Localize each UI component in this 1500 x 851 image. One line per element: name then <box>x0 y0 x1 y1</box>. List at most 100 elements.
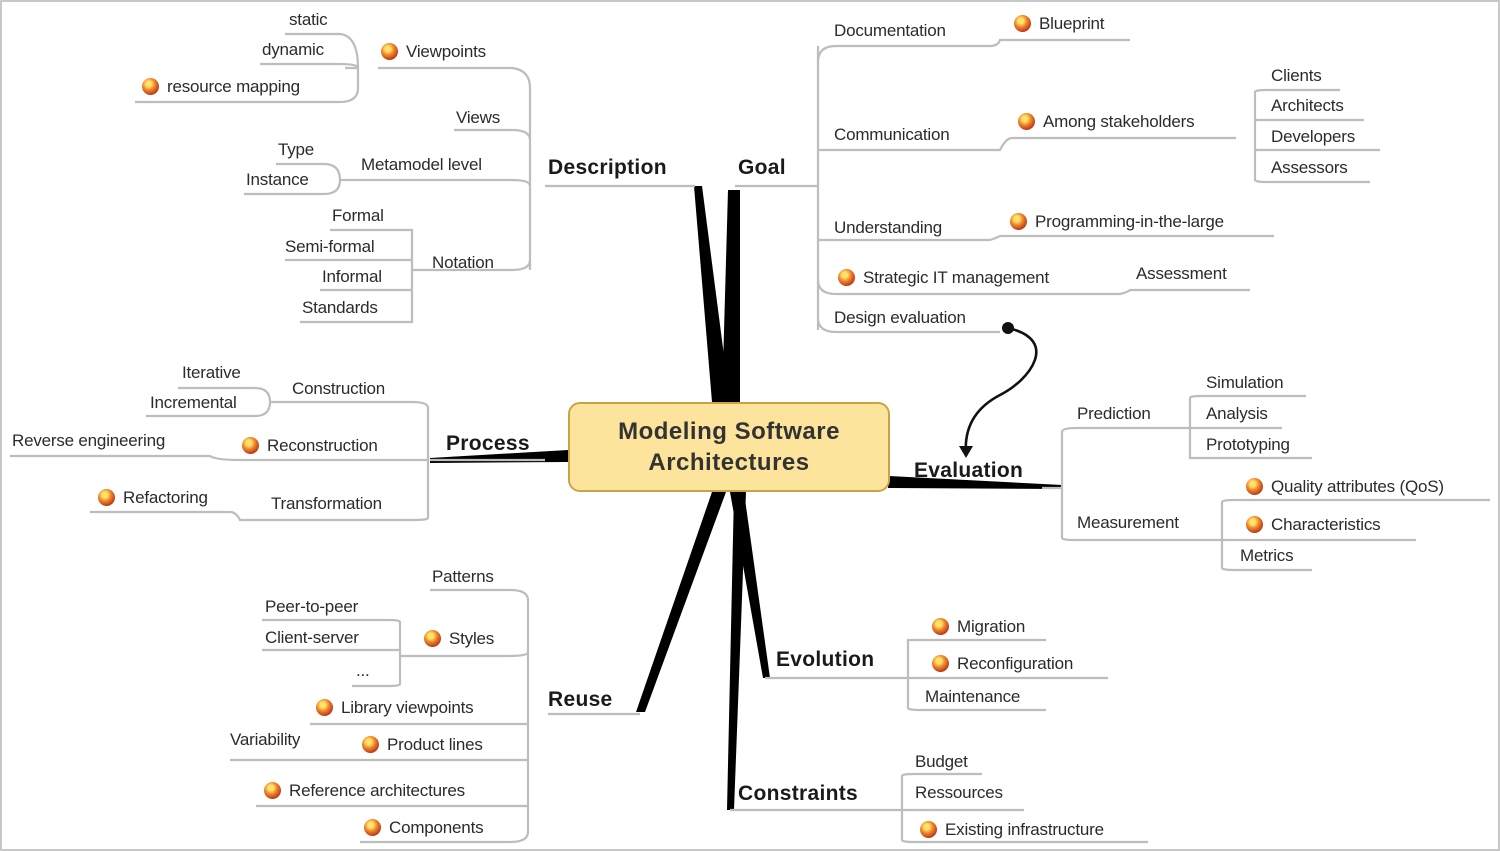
node-components[interactable]: Components <box>364 818 484 838</box>
node-maintenance[interactable]: Maintenance <box>925 687 1021 706</box>
flag-icon <box>316 699 333 716</box>
node-label: Characteristics <box>1271 515 1381 534</box>
node-assessment[interactable]: Assessment <box>1136 264 1227 283</box>
node-quality-attributes[interactable]: Quality attributes (QoS) <box>1246 477 1444 497</box>
flag-icon <box>381 43 398 60</box>
node-blueprint[interactable]: Blueprint <box>1014 14 1104 34</box>
node-refactoring[interactable]: Refactoring <box>98 488 208 508</box>
topic-process[interactable]: Process <box>446 432 530 455</box>
central-topic-line2: Architectures <box>648 449 810 476</box>
node-documentation[interactable]: Documentation <box>834 21 946 40</box>
node-prediction[interactable]: Prediction <box>1077 404 1151 423</box>
node-label: Quality attributes (QoS) <box>1271 477 1444 496</box>
node-architects[interactable]: Architects <box>1271 96 1344 115</box>
node-product-lines[interactable]: Product lines <box>362 735 483 755</box>
flag-icon <box>264 782 281 799</box>
node-strategic-it-management[interactable]: Strategic IT management <box>838 268 1049 288</box>
node-styles[interactable]: Styles <box>424 629 494 649</box>
node-patterns[interactable]: Patterns <box>432 567 494 586</box>
flag-icon <box>424 630 441 647</box>
node-static[interactable]: static <box>289 10 328 29</box>
flag-icon <box>142 78 159 95</box>
node-reverse-engineering[interactable]: Reverse engineering <box>12 431 166 450</box>
branch-evaluation <box>888 476 1062 489</box>
node-among-stakeholders[interactable]: Among stakeholders <box>1018 112 1195 132</box>
node-construction[interactable]: Construction <box>292 379 386 398</box>
node-views[interactable]: Views <box>456 108 501 127</box>
flag-icon <box>1010 213 1027 230</box>
node-peer-to-peer[interactable]: Peer-to-peer <box>265 597 359 616</box>
node-variability[interactable]: Variability <box>230 730 301 749</box>
node-notation[interactable]: Notation <box>432 253 494 272</box>
flag-icon <box>932 618 949 635</box>
node-label: Components <box>389 818 484 837</box>
flag-icon <box>1246 516 1263 533</box>
flag-icon <box>920 821 937 838</box>
node-clients[interactable]: Clients <box>1271 66 1322 85</box>
node-design-evaluation[interactable]: Design evaluation <box>834 308 966 327</box>
node-client-server[interactable]: Client-server <box>265 628 359 647</box>
flag-icon <box>932 655 949 672</box>
node-programming-in-the-large[interactable]: Programming-in-the-large <box>1010 212 1224 232</box>
topic-constraints[interactable]: Constraints <box>738 782 858 805</box>
node-informal[interactable]: Informal <box>322 267 382 286</box>
node-simulation[interactable]: Simulation <box>1206 373 1284 392</box>
node-transformation[interactable]: Transformation <box>271 494 382 513</box>
node-label: Reconstruction <box>267 436 378 455</box>
branch-description <box>694 186 730 402</box>
branch-constraints <box>727 492 746 810</box>
node-library-viewpoints[interactable]: Library viewpoints <box>316 698 474 718</box>
node-label: Migration <box>957 617 1026 636</box>
central-topic-line1: Modeling Software <box>618 418 840 445</box>
flag-icon <box>1018 113 1035 130</box>
node-existing-infrastructure[interactable]: Existing infrastructure <box>920 820 1104 840</box>
node-communication[interactable]: Communication <box>834 125 950 144</box>
node-label: Strategic IT management <box>863 268 1049 287</box>
branch-goal <box>722 190 740 402</box>
node-viewpoints[interactable]: Viewpoints <box>381 42 486 62</box>
node-standards[interactable]: Standards <box>302 298 378 317</box>
node-instance[interactable]: Instance <box>246 170 309 189</box>
node-reconstruction[interactable]: Reconstruction <box>242 436 378 456</box>
flag-icon <box>242 437 259 454</box>
node-label: Product lines <box>387 735 483 754</box>
node-reconfiguration[interactable]: Reconfiguration <box>932 654 1073 674</box>
node-iterative[interactable]: Iterative <box>182 363 241 382</box>
flag-icon <box>98 489 115 506</box>
node-label: Reconfiguration <box>957 654 1074 673</box>
node-label: Programming-in-the-large <box>1035 212 1224 231</box>
node-measurement[interactable]: Measurement <box>1077 513 1179 532</box>
node-understanding[interactable]: Understanding <box>834 218 942 237</box>
node-metamodel-level[interactable]: Metamodel level <box>361 155 482 174</box>
node-ressources[interactable]: Ressources <box>915 783 1003 802</box>
node-reference-architectures[interactable]: Reference architectures <box>264 781 465 801</box>
node-ellipsis[interactable]: ... <box>356 661 370 680</box>
node-budget[interactable]: Budget <box>915 752 968 771</box>
node-developers[interactable]: Developers <box>1271 127 1355 146</box>
node-label: Existing infrastructure <box>945 820 1104 839</box>
node-migration[interactable]: Migration <box>932 617 1025 637</box>
node-resource-mapping[interactable]: resource mapping <box>142 77 300 97</box>
node-analysis[interactable]: Analysis <box>1206 404 1268 423</box>
node-incremental[interactable]: Incremental <box>150 393 237 412</box>
node-assessors[interactable]: Assessors <box>1271 158 1348 177</box>
node-label: Viewpoints <box>406 42 486 61</box>
node-dynamic[interactable]: dynamic <box>262 40 324 59</box>
topic-description[interactable]: Description <box>548 156 667 179</box>
node-formal[interactable]: Formal <box>332 206 384 225</box>
topic-reuse[interactable]: Reuse <box>548 688 613 711</box>
node-type[interactable]: Type <box>278 140 315 159</box>
node-semi-formal[interactable]: Semi-formal <box>285 237 375 256</box>
node-prototyping[interactable]: Prototyping <box>1206 435 1290 454</box>
node-label: Among stakeholders <box>1043 112 1195 131</box>
topic-goal[interactable]: Goal <box>738 156 786 179</box>
central-topic[interactable]: Modeling Software Architectures <box>568 402 890 492</box>
node-metrics[interactable]: Metrics <box>1240 546 1294 565</box>
node-characteristics[interactable]: Characteristics <box>1246 515 1381 535</box>
node-label: Blueprint <box>1039 14 1105 33</box>
node-label: resource mapping <box>167 77 300 96</box>
topic-evaluation[interactable]: Evaluation <box>914 459 1024 482</box>
topic-evolution[interactable]: Evolution <box>776 648 875 671</box>
